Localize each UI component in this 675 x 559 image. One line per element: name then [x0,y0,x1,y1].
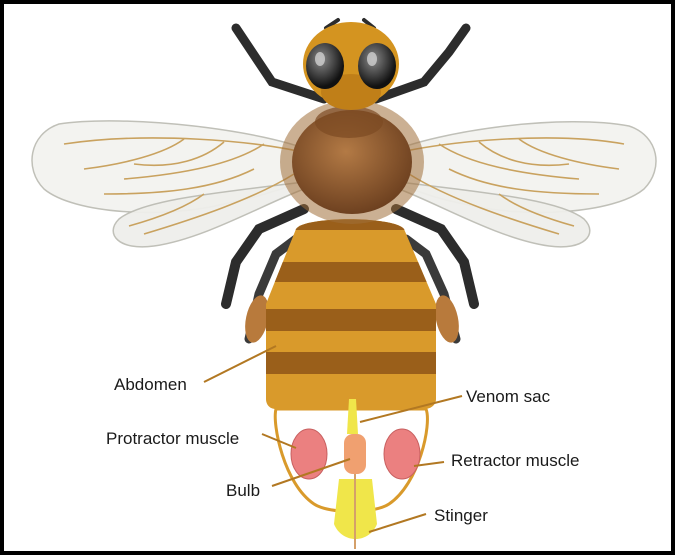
left-wing [32,121,322,247]
protractor-muscle-label: Protractor muscle [106,429,239,448]
retractor-muscle-label: Retractor muscle [451,451,579,470]
retractor-muscle-shape [384,429,420,479]
protractor-muscle-shape [291,429,327,479]
sting-apparatus [275,399,427,549]
bulb-label: Bulb [226,481,260,500]
right-wing [382,122,656,247]
abdomen-label: Abdomen [114,375,187,394]
venom-sac-label: Venom sac [466,387,551,406]
bee-illustration: Abdomen Venom sac Protractor muscle Retr… [4,4,675,559]
thorax [280,100,424,224]
stinger-label: Stinger [434,506,488,525]
